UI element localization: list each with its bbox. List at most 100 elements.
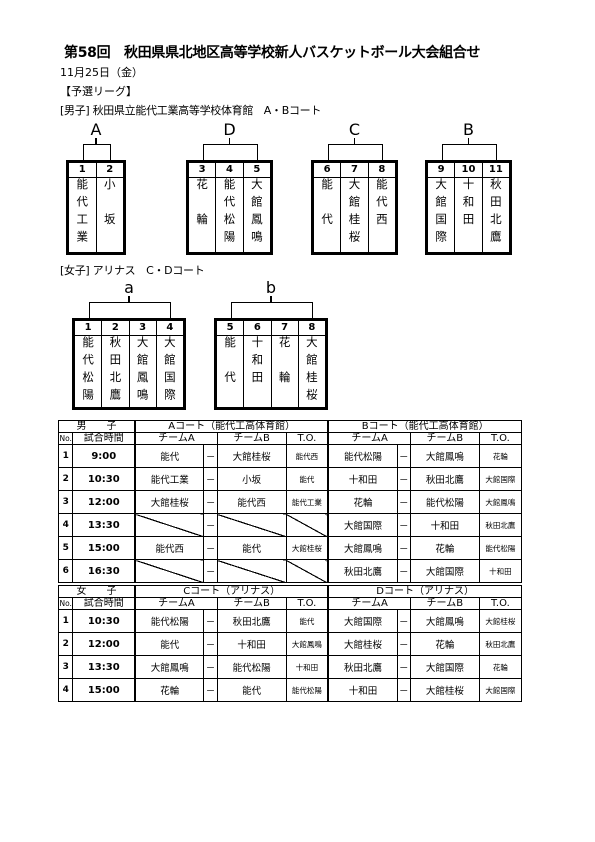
game-number: 1	[57, 444, 74, 468]
empty-slot	[216, 513, 287, 537]
team-a: 能代松陽	[327, 444, 398, 468]
team-b: 十和田	[216, 632, 287, 656]
team-name: 能 代	[223, 336, 238, 389]
versus-dash: －	[203, 490, 218, 514]
team-name-cell: 能 代	[217, 336, 243, 407]
game-time: 15:00	[72, 678, 136, 702]
team-number: 3	[189, 163, 216, 178]
game-time: 16:30	[72, 559, 136, 583]
table-official: 大館国際	[478, 678, 523, 702]
game-number: 2	[57, 467, 74, 491]
team-b: 能代	[216, 536, 287, 560]
team-number: 7	[341, 163, 368, 178]
group-label: A	[90, 120, 102, 139]
team-number: 6	[244, 321, 271, 336]
team-a: 能代松陽	[134, 609, 205, 633]
game-time: 12:00	[72, 632, 136, 656]
team-name: 能代工業	[75, 178, 90, 248]
team-name: 秋田北鷹	[108, 336, 123, 406]
table-official: 大館国際	[478, 467, 523, 491]
team-a: 能代	[134, 444, 205, 468]
game-number: 1	[57, 609, 74, 633]
table-official: 十和田	[285, 655, 329, 679]
col-team-a: チームA	[327, 597, 411, 610]
team-name: 秋田北鷹	[488, 178, 503, 248]
bracket-stem	[228, 138, 231, 144]
men-schedule-table: 男 子 Aコート（能代工高体育館） Bコート（能代工高体育館） No. 試合時間…	[57, 420, 523, 583]
team-name-cell: 能 代	[314, 178, 340, 252]
team-a: 十和田	[327, 678, 398, 702]
team-b: 能代西	[216, 490, 287, 514]
bracket-line	[82, 144, 111, 160]
team-name-cell: 大館桂桜	[299, 336, 325, 407]
court-d-label: Dコート（アリナス）	[327, 585, 523, 598]
team-a: 能代工業	[134, 467, 205, 491]
team-number: 3	[129, 321, 156, 336]
col-to: T.O.	[285, 432, 329, 445]
table-official: 能代松陽	[478, 536, 523, 560]
table-official: 大館桂桜	[285, 536, 329, 560]
versus-dash: －	[203, 559, 218, 583]
team-name: 十和田	[250, 336, 265, 389]
women-schedule-table: 女 子 Cコート（アリナス） Dコート（アリナス） No. 試合時間 チームA …	[57, 585, 523, 702]
court-a-label: Aコート（能代工高体育館）	[134, 420, 329, 433]
game-number: 4	[57, 513, 74, 537]
team-name-cell: 小 坂	[97, 178, 124, 252]
team-a: 能代西	[134, 536, 205, 560]
group-label: B	[463, 120, 474, 139]
versus-dash: －	[396, 536, 411, 560]
game-time: 13:30	[72, 655, 136, 679]
team-name: 大館国際	[434, 178, 449, 248]
game-number: 6	[57, 559, 74, 583]
bracket-stem	[128, 296, 130, 302]
team-a: 花輪	[327, 490, 398, 514]
empty-slot	[134, 513, 205, 537]
group-label: b	[265, 278, 277, 297]
bracket-line	[327, 144, 383, 160]
game-time: 9:00	[72, 444, 136, 468]
versus-dash: －	[396, 467, 411, 491]
team-a: 大館国際	[327, 513, 398, 537]
team-number: 10	[455, 163, 482, 178]
team-a: 花輪	[134, 678, 205, 702]
women-gender-label: 女 子	[58, 585, 136, 598]
team-name: 能代松陽	[222, 178, 237, 248]
team-a: 大館鳳鳴	[134, 655, 205, 679]
team-number: 5	[243, 163, 270, 178]
table-official: 花輪	[478, 444, 523, 468]
bracket-stem	[353, 138, 356, 144]
team-name-cell: 能代松陽	[216, 178, 242, 252]
team-number: 1	[69, 163, 96, 178]
game-time: 10:30	[72, 609, 136, 633]
col-time: 試合時間	[72, 432, 136, 445]
team-b: 大館鳳鳴	[409, 444, 480, 468]
col-team-b: チームB	[409, 432, 480, 445]
team-number: 7	[271, 321, 298, 336]
col-team-b: チームB	[409, 597, 480, 610]
group-label: D	[223, 120, 236, 139]
table-official: 能代工業	[285, 490, 329, 514]
versus-dash: －	[203, 655, 218, 679]
bracket-line	[202, 144, 258, 160]
col-team-a: チームA	[327, 432, 411, 445]
team-name: 大館桂桜	[347, 178, 362, 248]
team-a: 大館桂桜	[327, 632, 398, 656]
table-official: 大館鳳鳴	[478, 490, 523, 514]
game-number: 4	[57, 678, 74, 702]
col-to: T.O.	[478, 597, 523, 610]
team-b: 秋田北鷹	[216, 609, 287, 633]
game-time: 10:30	[72, 467, 136, 491]
team-name: 十和田	[461, 178, 476, 231]
table-official: 能代松陽	[285, 678, 329, 702]
